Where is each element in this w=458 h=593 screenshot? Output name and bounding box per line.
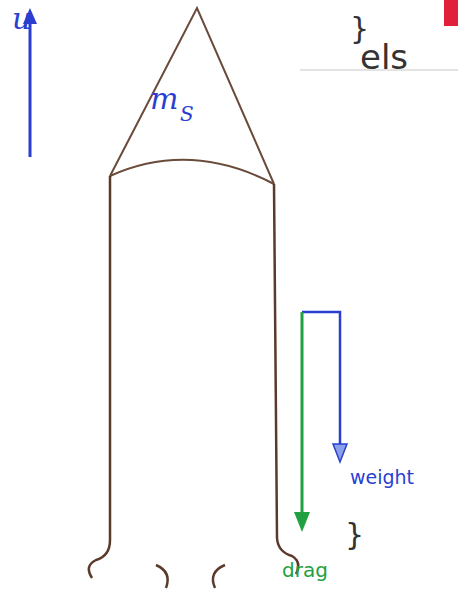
brace: } [345,520,364,550]
drag-arrowhead [294,512,310,532]
note-text: els [360,40,408,74]
nozzle-right [213,565,225,588]
force-label: weight [350,468,414,487]
nose-cone [110,8,274,184]
body-left [89,176,110,578]
weight-arrow [302,312,340,448]
body-right [274,184,298,574]
drag-arrow [301,312,304,515]
red-mark [444,0,458,26]
weight-arrowhead [333,444,347,462]
mass-subscript: S [180,104,194,124]
cone-base [110,160,274,184]
velocity-arrow [29,20,32,157]
mass-symbol: m [150,84,178,114]
force-label: drag [282,560,328,580]
nozzle-left [156,565,168,588]
velocity-symbol: u [12,4,31,34]
